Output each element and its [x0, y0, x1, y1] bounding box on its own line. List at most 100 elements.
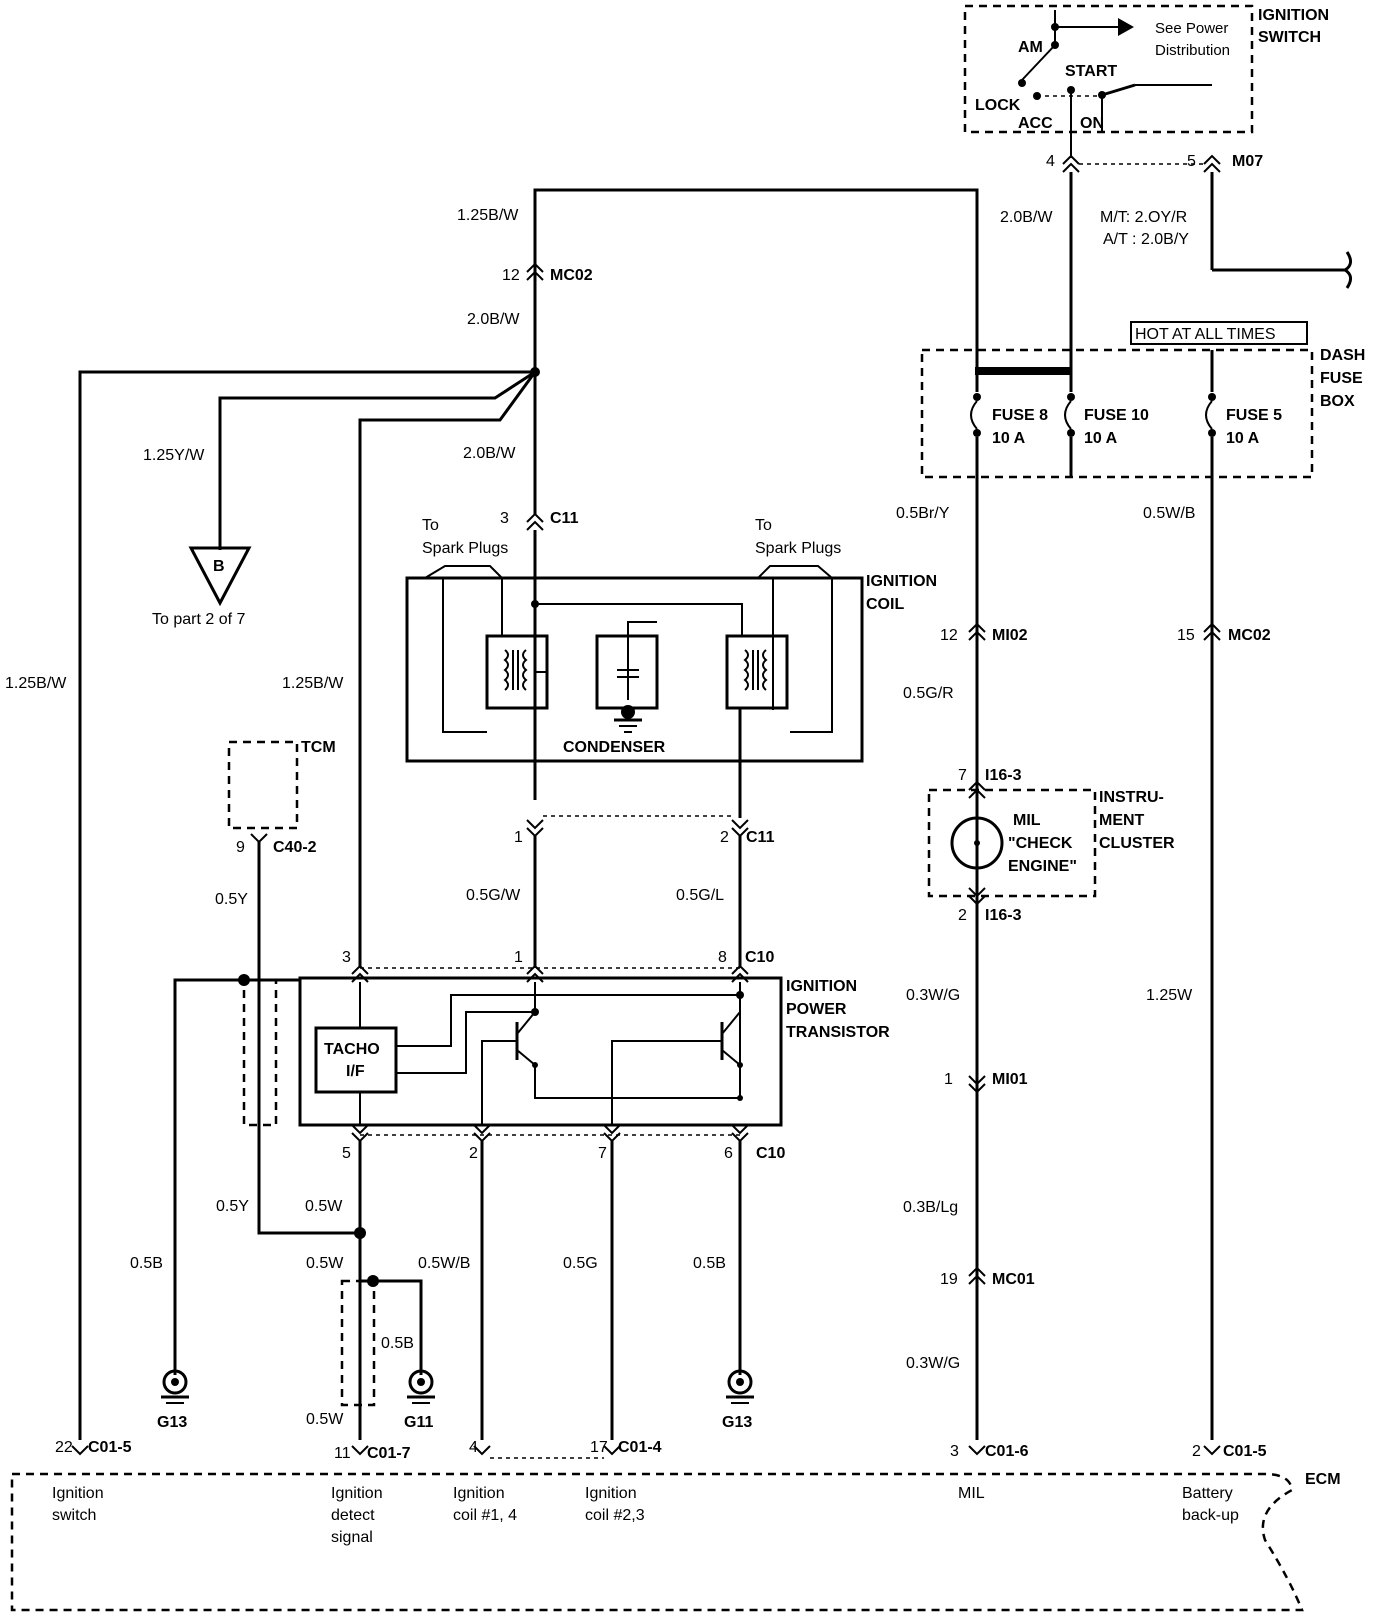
ecm-ignition-switch-1: Ignition: [52, 1485, 104, 1502]
coil-winding-icon: [743, 649, 768, 691]
ignition-coil-title: IGNITION: [866, 573, 937, 590]
ground-icon: [407, 1369, 435, 1404]
i16-3-bottom-label: I16-3: [985, 907, 1022, 924]
dash-fuse-box-title-3: BOX: [1320, 393, 1355, 410]
c01-5-label-a: C01-5: [88, 1439, 132, 1456]
ecm-coil14-2: coil #1, 4: [453, 1507, 517, 1524]
offpage-letter: B: [213, 558, 225, 575]
wire-1-25bw-top: [533, 188, 979, 372]
mi01-pin: 1: [944, 1071, 953, 1088]
wire-label-0-5b-b: 0.5B: [693, 1255, 726, 1272]
ignition-coil: To Spark Plugs To Spark Plugs: [405, 517, 937, 763]
tcm-label: TCM: [301, 739, 336, 756]
ecm-pin-4: 4: [469, 1439, 478, 1456]
c11-lower-label: C11: [746, 829, 775, 846]
instrument-label-1: INSTRU-: [1099, 789, 1164, 806]
i16-3-top-label: I16-3: [985, 767, 1022, 784]
wire-label-0-5w-c: 0.5W: [306, 1411, 344, 1428]
c10-pin-3: 3: [342, 949, 351, 966]
tacho-label: TACHO: [324, 1041, 380, 1058]
i16-3-pin-7: 7: [958, 767, 967, 784]
wire-label-0-5wb-right: 0.5W/B: [1143, 505, 1195, 522]
instrument-label-2: MENT: [1099, 812, 1145, 829]
wire-1-25yw: [218, 370, 536, 550]
triangle-icon: [188, 546, 252, 607]
c10-top-label: C10: [745, 949, 774, 966]
tcm: TCM 9 C40-2 0.5Y: [215, 739, 336, 908]
c11-pin-1: 1: [514, 829, 523, 846]
c10-pin-6: 6: [724, 1145, 733, 1162]
instrument-label-3: CLUSTER: [1099, 835, 1175, 852]
ignition-switch-title: IGNITION: [1258, 7, 1329, 24]
ecm: ECM 22 C01-5 11 C01-7 4 17 C01-4 3 C01-6…: [10, 1439, 1341, 1612]
shield-box-2: [340, 1279, 376, 1407]
tcm-pin-9: 9: [236, 839, 245, 856]
g11-label: G11: [404, 1414, 433, 1431]
wire-label-1-25w: 1.25W: [1146, 987, 1193, 1004]
ecm-battery-1: Battery: [1182, 1485, 1233, 1502]
connector-mi01: 1 MI01: [944, 1071, 1028, 1094]
fuse-icon: [970, 393, 981, 437]
spark-plugs-label-1: Spark Plugs: [422, 540, 508, 557]
hot-at-all-times-label: HOT AT ALL TIMES: [1135, 326, 1276, 343]
wire-label-at: A/T : 2.0B/Y: [1103, 231, 1189, 248]
dash-fuse-box-title-1: DASH: [1320, 347, 1365, 364]
wire-label-0-5b-c: 0.5B: [381, 1335, 414, 1352]
wire-label-0-5w-a: 0.5W: [305, 1198, 343, 1215]
wire-1-25bw-mid: [358, 371, 537, 968]
tacho-if-box: [314, 1026, 398, 1094]
ignition-switch-title-2: SWITCH: [1258, 29, 1321, 46]
ecm-coil23-1: Ignition: [585, 1485, 637, 1502]
fuse-10-label: FUSE 10: [1084, 407, 1149, 424]
c10-pin-7: 7: [598, 1145, 607, 1162]
fuse-icon: [1205, 393, 1216, 437]
coil-2-box: [725, 634, 789, 710]
wire-label-0-5gr: 0.5G/R: [903, 685, 954, 702]
connector-mi02: 12 MI02: [940, 622, 1028, 644]
connector-mc01: 19 MC01: [940, 1266, 1035, 1288]
c10-pin-8: 8: [718, 949, 727, 966]
ignition-power-transistor: 3 1 8 C10 TACHO I/F: [298, 949, 890, 1162]
fuse-10-amps: 10 A: [1084, 430, 1118, 447]
start-label: START: [1065, 63, 1117, 80]
ecm-coil14-1: Ignition: [453, 1485, 505, 1502]
instrument-cluster-box: [927, 788, 1097, 898]
ecm-box: [10, 1472, 1304, 1612]
instrument-cluster: 7 I16-3 MIL "CHECK ENGINE" INSTRU- MENT …: [927, 767, 1175, 924]
wire-label-1-25bw-mid: 1.25B/W: [282, 675, 344, 692]
transistor-box: [298, 976, 783, 1127]
mc02-label: MC02: [550, 267, 593, 284]
wire-label-0-5g: 0.5G: [563, 1255, 598, 1272]
c10-pin-2: 2: [469, 1145, 478, 1162]
ecm-pin-22: 22: [55, 1439, 73, 1456]
wire-label-0-5b-a: 0.5B: [130, 1255, 163, 1272]
arrow-right-icon: [1118, 18, 1134, 36]
fuse-8-label: FUSE 8: [992, 407, 1048, 424]
transistor-title-1: IGNITION: [786, 978, 857, 995]
c01-6-label: C01-6: [985, 1443, 1029, 1460]
dash-fuse-box-title-2: FUSE: [1320, 370, 1363, 387]
wire-label-0-3wg-b: 0.3W/G: [906, 1355, 960, 1372]
mi02-pin: 12: [940, 627, 958, 644]
wire-label-1-25bw-top: 1.25B/W: [457, 207, 519, 224]
c01-4-label: C01-4: [618, 1439, 662, 1456]
wire-1-25bw-left: [78, 370, 535, 1440]
ecm-pin-3: 3: [950, 1443, 959, 1460]
ecm-coil23-2: coil #2,3: [585, 1507, 645, 1524]
capacitor-icon: [614, 621, 657, 733]
transistor-title-2: POWER: [786, 1001, 847, 1018]
m07-label: M07: [1232, 153, 1263, 170]
wire-label-0-3blg: 0.3B/Lg: [903, 1199, 958, 1216]
transistor-icon: [611, 1011, 743, 1125]
ground-icon: [726, 1369, 754, 1404]
wire-label-0-5w-b: 0.5W: [306, 1255, 344, 1272]
shield-box: [242, 978, 278, 1127]
wire-label-0-5bry: 0.5Br/Y: [896, 505, 950, 522]
ignition-coil-box: [405, 576, 864, 763]
mc02b-label: MC02: [1228, 627, 1271, 644]
ecm-ignition-detect-3: signal: [331, 1529, 373, 1546]
transistor-icon: [481, 1011, 740, 1125]
mil-text-1: MIL: [1013, 812, 1041, 829]
c11-label: C11: [550, 510, 579, 527]
spark-plugs-label-2: Spark Plugs: [755, 540, 841, 557]
